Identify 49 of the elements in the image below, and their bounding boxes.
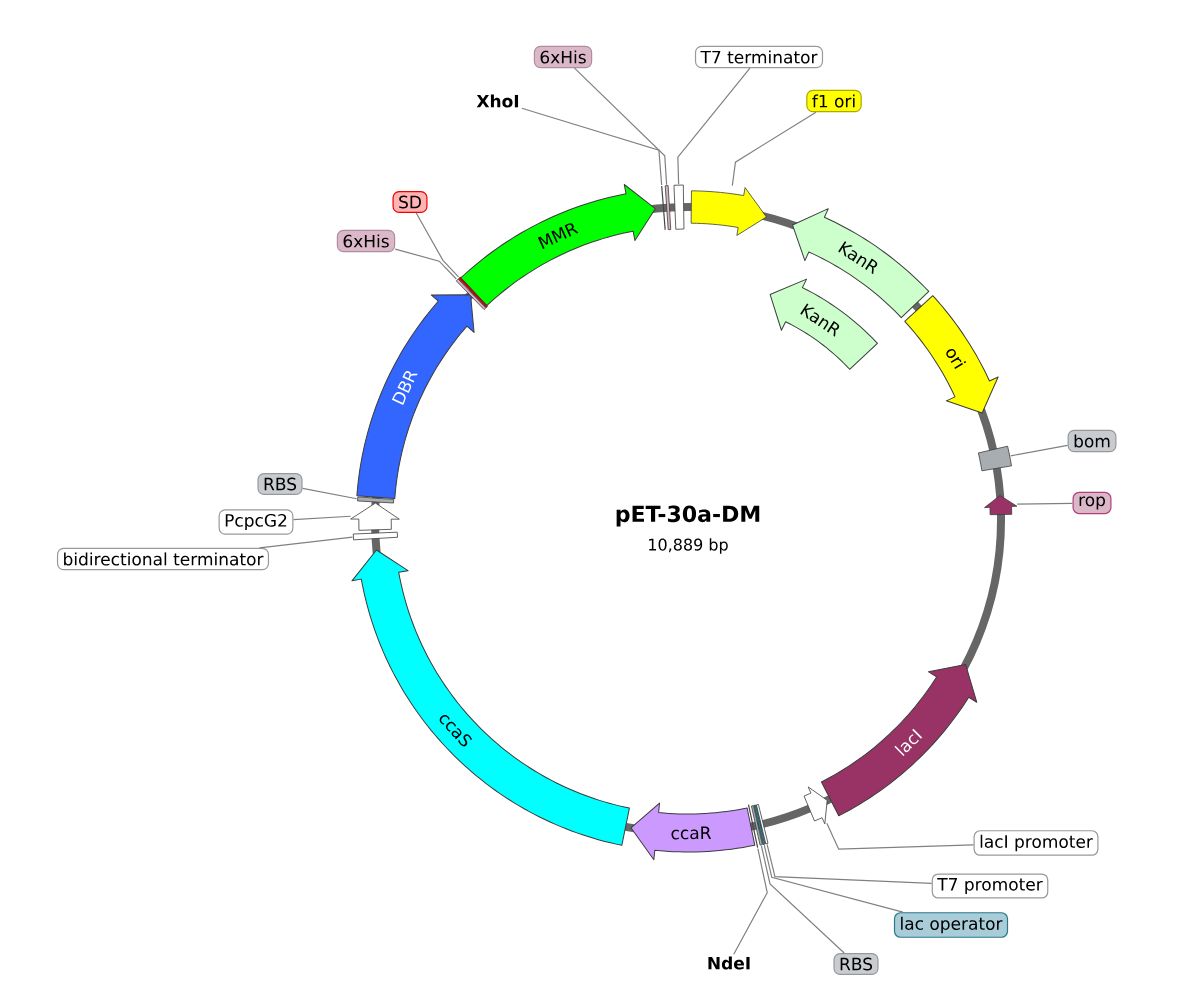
feature-label: PcpcG2 (218, 509, 294, 535)
leader-line (521, 107, 663, 186)
feature-label: 6xHis (336, 229, 396, 253)
feature-marker (803, 786, 828, 825)
gene-feature: ori (904, 295, 999, 414)
feature-label: SD (392, 190, 428, 213)
feature-label: T7 promoter (931, 873, 1049, 899)
leader-line (760, 845, 845, 954)
feature-marker (690, 187, 767, 236)
feature-label: f1 ori (806, 89, 862, 113)
leader-line (258, 536, 354, 549)
leader-line (1016, 502, 1074, 505)
leader-line (292, 515, 352, 521)
gene-feature: MMR (460, 184, 656, 307)
leader-line (415, 212, 460, 278)
leader-line (731, 111, 817, 187)
feature-box (673, 184, 685, 230)
gene-feature: DBR (356, 294, 475, 499)
leader-line (573, 67, 668, 186)
feature-label: rop (1072, 491, 1112, 515)
sequence-length: 10,889 bp (649, 538, 728, 554)
feature-bar (357, 496, 395, 504)
cut-site-line (661, 185, 666, 231)
leader-line (826, 822, 975, 850)
feature-label: T7 terminator (694, 45, 824, 69)
feature-label: lac operator (893, 912, 1009, 938)
feature-label: bom (1067, 429, 1117, 453)
leader-line (733, 848, 768, 955)
enzyme-site-label: XhoI (476, 94, 519, 108)
leader-line (394, 248, 457, 280)
feature-label: RBS (257, 472, 303, 496)
feature-label: lacI promoter (973, 830, 1099, 856)
feature-bar (352, 531, 398, 541)
enzyme-site-label: NdeI (708, 956, 750, 970)
feature-bar (664, 185, 672, 231)
feature-label: 6xHis (533, 45, 593, 69)
leader-line (1010, 444, 1069, 457)
feature-box (977, 445, 1012, 472)
leader-line (763, 844, 904, 913)
feature-label: RBS (833, 952, 879, 976)
leader-line (677, 67, 751, 185)
leader-line (766, 843, 933, 885)
feature-marker (984, 495, 1018, 516)
cut-site-line (747, 804, 759, 849)
leader-line (302, 487, 358, 500)
feature-label: bidirectional terminator (56, 547, 270, 571)
plasmid-name: pET-30a-DM (616, 505, 760, 527)
gene-feature: ccaR (630, 802, 756, 861)
gene-feature: lacI (820, 664, 978, 817)
